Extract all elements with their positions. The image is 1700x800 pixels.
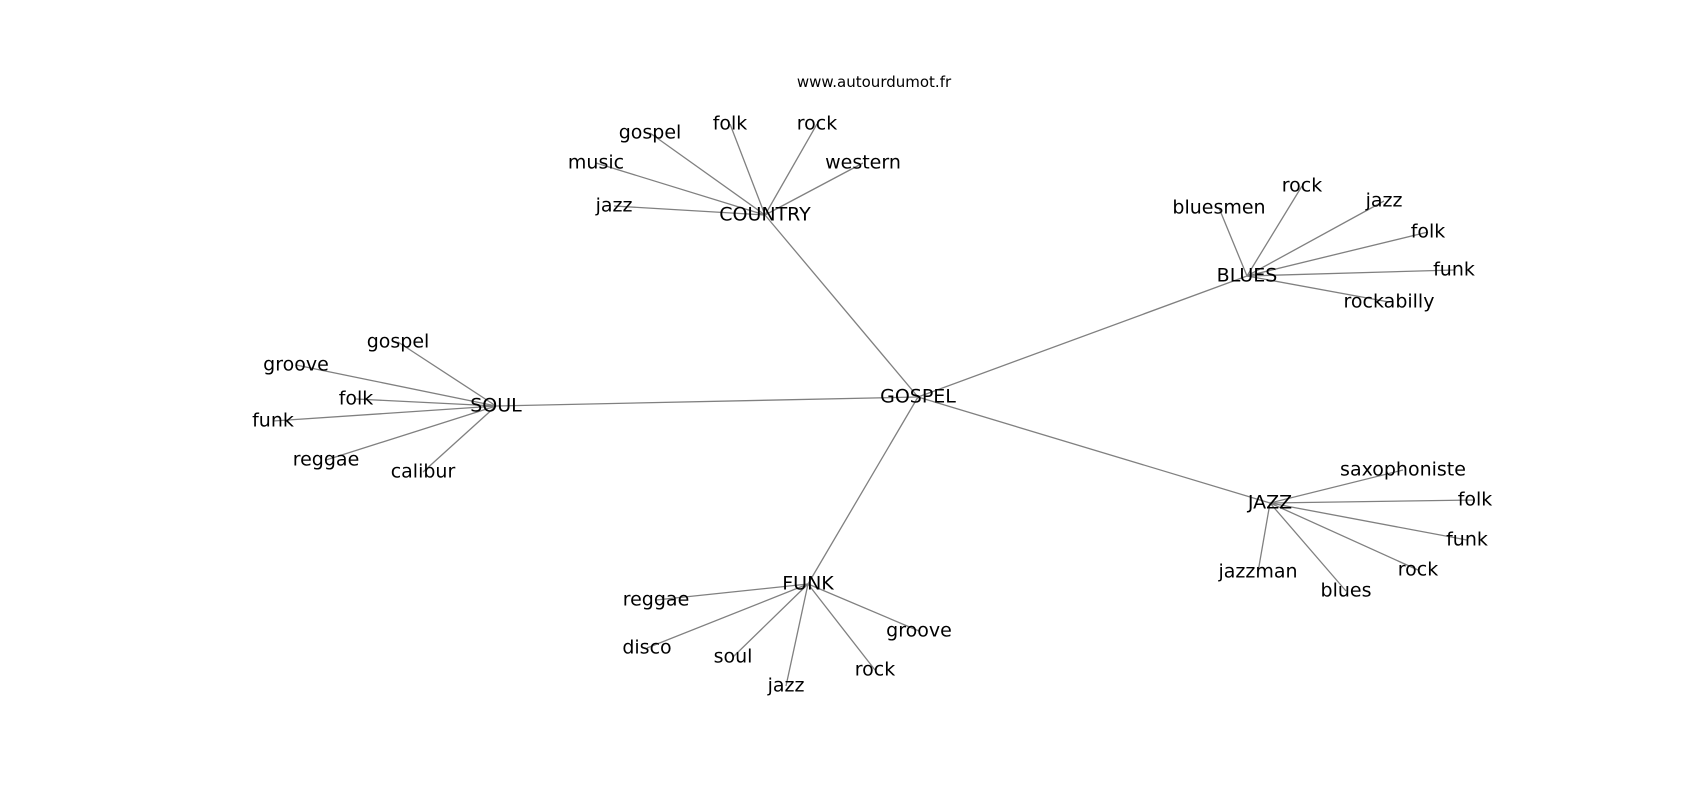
edge-soul-calibur [422,405,497,473]
edge-jazz-funk [1269,502,1468,541]
edge-jazz-saxophoniste [1269,469,1404,504]
edge-soul-funk [272,405,497,422]
leaf-node-blues-folk: folk [1410,220,1446,243]
leaf-node-jazz-blues: blues [1320,579,1372,602]
leaf-node-blues-rock: rock [1281,174,1323,197]
leaf-node-blues-funk: funk [1433,258,1475,281]
edge-blues-bluesmen [1218,207,1248,277]
edge-jazz-rock [1269,502,1419,571]
leaf-node-funk-jazz: jazz [767,674,805,697]
edge-country-rock [764,123,818,216]
leaf-node-soul-reggae: reggae [292,448,360,471]
leaf-node-jazz-rock: rock [1397,558,1439,581]
source-caption: www.autourdumot.fr [796,73,952,91]
leaf-node-soul-gospel: gospel [366,330,430,353]
edge-funk-jazz [785,583,809,687]
hub-node-blues: BLUES [1216,264,1278,287]
leaf-node-country-folk: folk [712,112,748,135]
edge-blues-jazz [1246,200,1385,277]
edge-blues-folk [1246,231,1429,277]
edge-soul-gospel [397,341,497,407]
leaf-node-funk-groove: groove [886,619,952,642]
leaf-node-soul-calibur: calibur [390,460,456,483]
leaf-node-blues-jazz: jazz [1365,189,1403,212]
edge-gospel-blues [917,275,1248,398]
leaf-node-funk-rock: rock [854,658,896,681]
edge-blues-funk [1246,269,1455,277]
leaf-node-country-gospel: gospel [618,121,682,144]
edge-jazz-jazzman [1257,502,1271,573]
hub-node-soul: SOUL [470,394,522,417]
edge-soul-groove [295,364,497,407]
leaf-node-jazz-funk: funk [1446,528,1488,551]
center-node-gospel: GOSPEL [880,385,956,408]
edge-gospel-country [764,214,919,398]
edge-country-music [595,162,766,216]
edge-gospel-funk [807,396,919,585]
edge-country-gospel [649,132,766,216]
edge-soul-reggae [325,405,497,461]
leaf-node-funk-disco: disco [622,636,672,659]
edge-funk-groove [807,583,920,632]
edge-jazz-folk [1269,499,1476,504]
leaf-node-jazz-folk: folk [1457,488,1493,511]
leaf-node-jazz-saxophoniste: saxophoniste [1340,458,1466,481]
edge-country-western [764,162,864,216]
edge-soul-folk [355,398,497,407]
hub-node-funk: FUNK [782,572,834,595]
leaf-node-jazz-jazzman: jazzman [1218,560,1298,583]
edge-jazz-blues [1269,502,1347,592]
leaf-node-soul-funk: funk [252,409,294,432]
leaf-node-soul-groove: groove [263,353,329,376]
hub-node-country: COUNTRY [719,203,811,226]
edge-funk-disco [646,583,809,649]
leaf-node-blues-rockabilly: rockabilly [1343,290,1435,313]
leaf-node-country-jazz: jazz [595,194,633,217]
edge-country-folk [729,123,766,216]
leaf-node-blues-bluesmen: bluesmen [1172,196,1266,219]
leaf-node-country-music: music [567,151,625,174]
hub-node-jazz: JAZZ [1247,491,1293,514]
edge-country-jazz [613,205,766,216]
edge-blues-rock [1246,185,1303,277]
leaf-node-funk-soul: soul [713,645,753,668]
leaf-node-soul-folk: folk [338,387,374,410]
edge-funk-reggae [655,583,809,601]
edge-funk-rock [807,583,876,671]
edge-funk-soul [732,583,809,658]
leaf-node-funk-reggae: reggae [622,588,690,611]
edge-blues-rockabilly [1246,275,1390,303]
leaf-node-country-western: western [825,151,901,174]
leaf-node-country-rock: rock [796,112,838,135]
edge-gospel-jazz [917,396,1271,504]
edge-gospel-soul [495,396,919,407]
